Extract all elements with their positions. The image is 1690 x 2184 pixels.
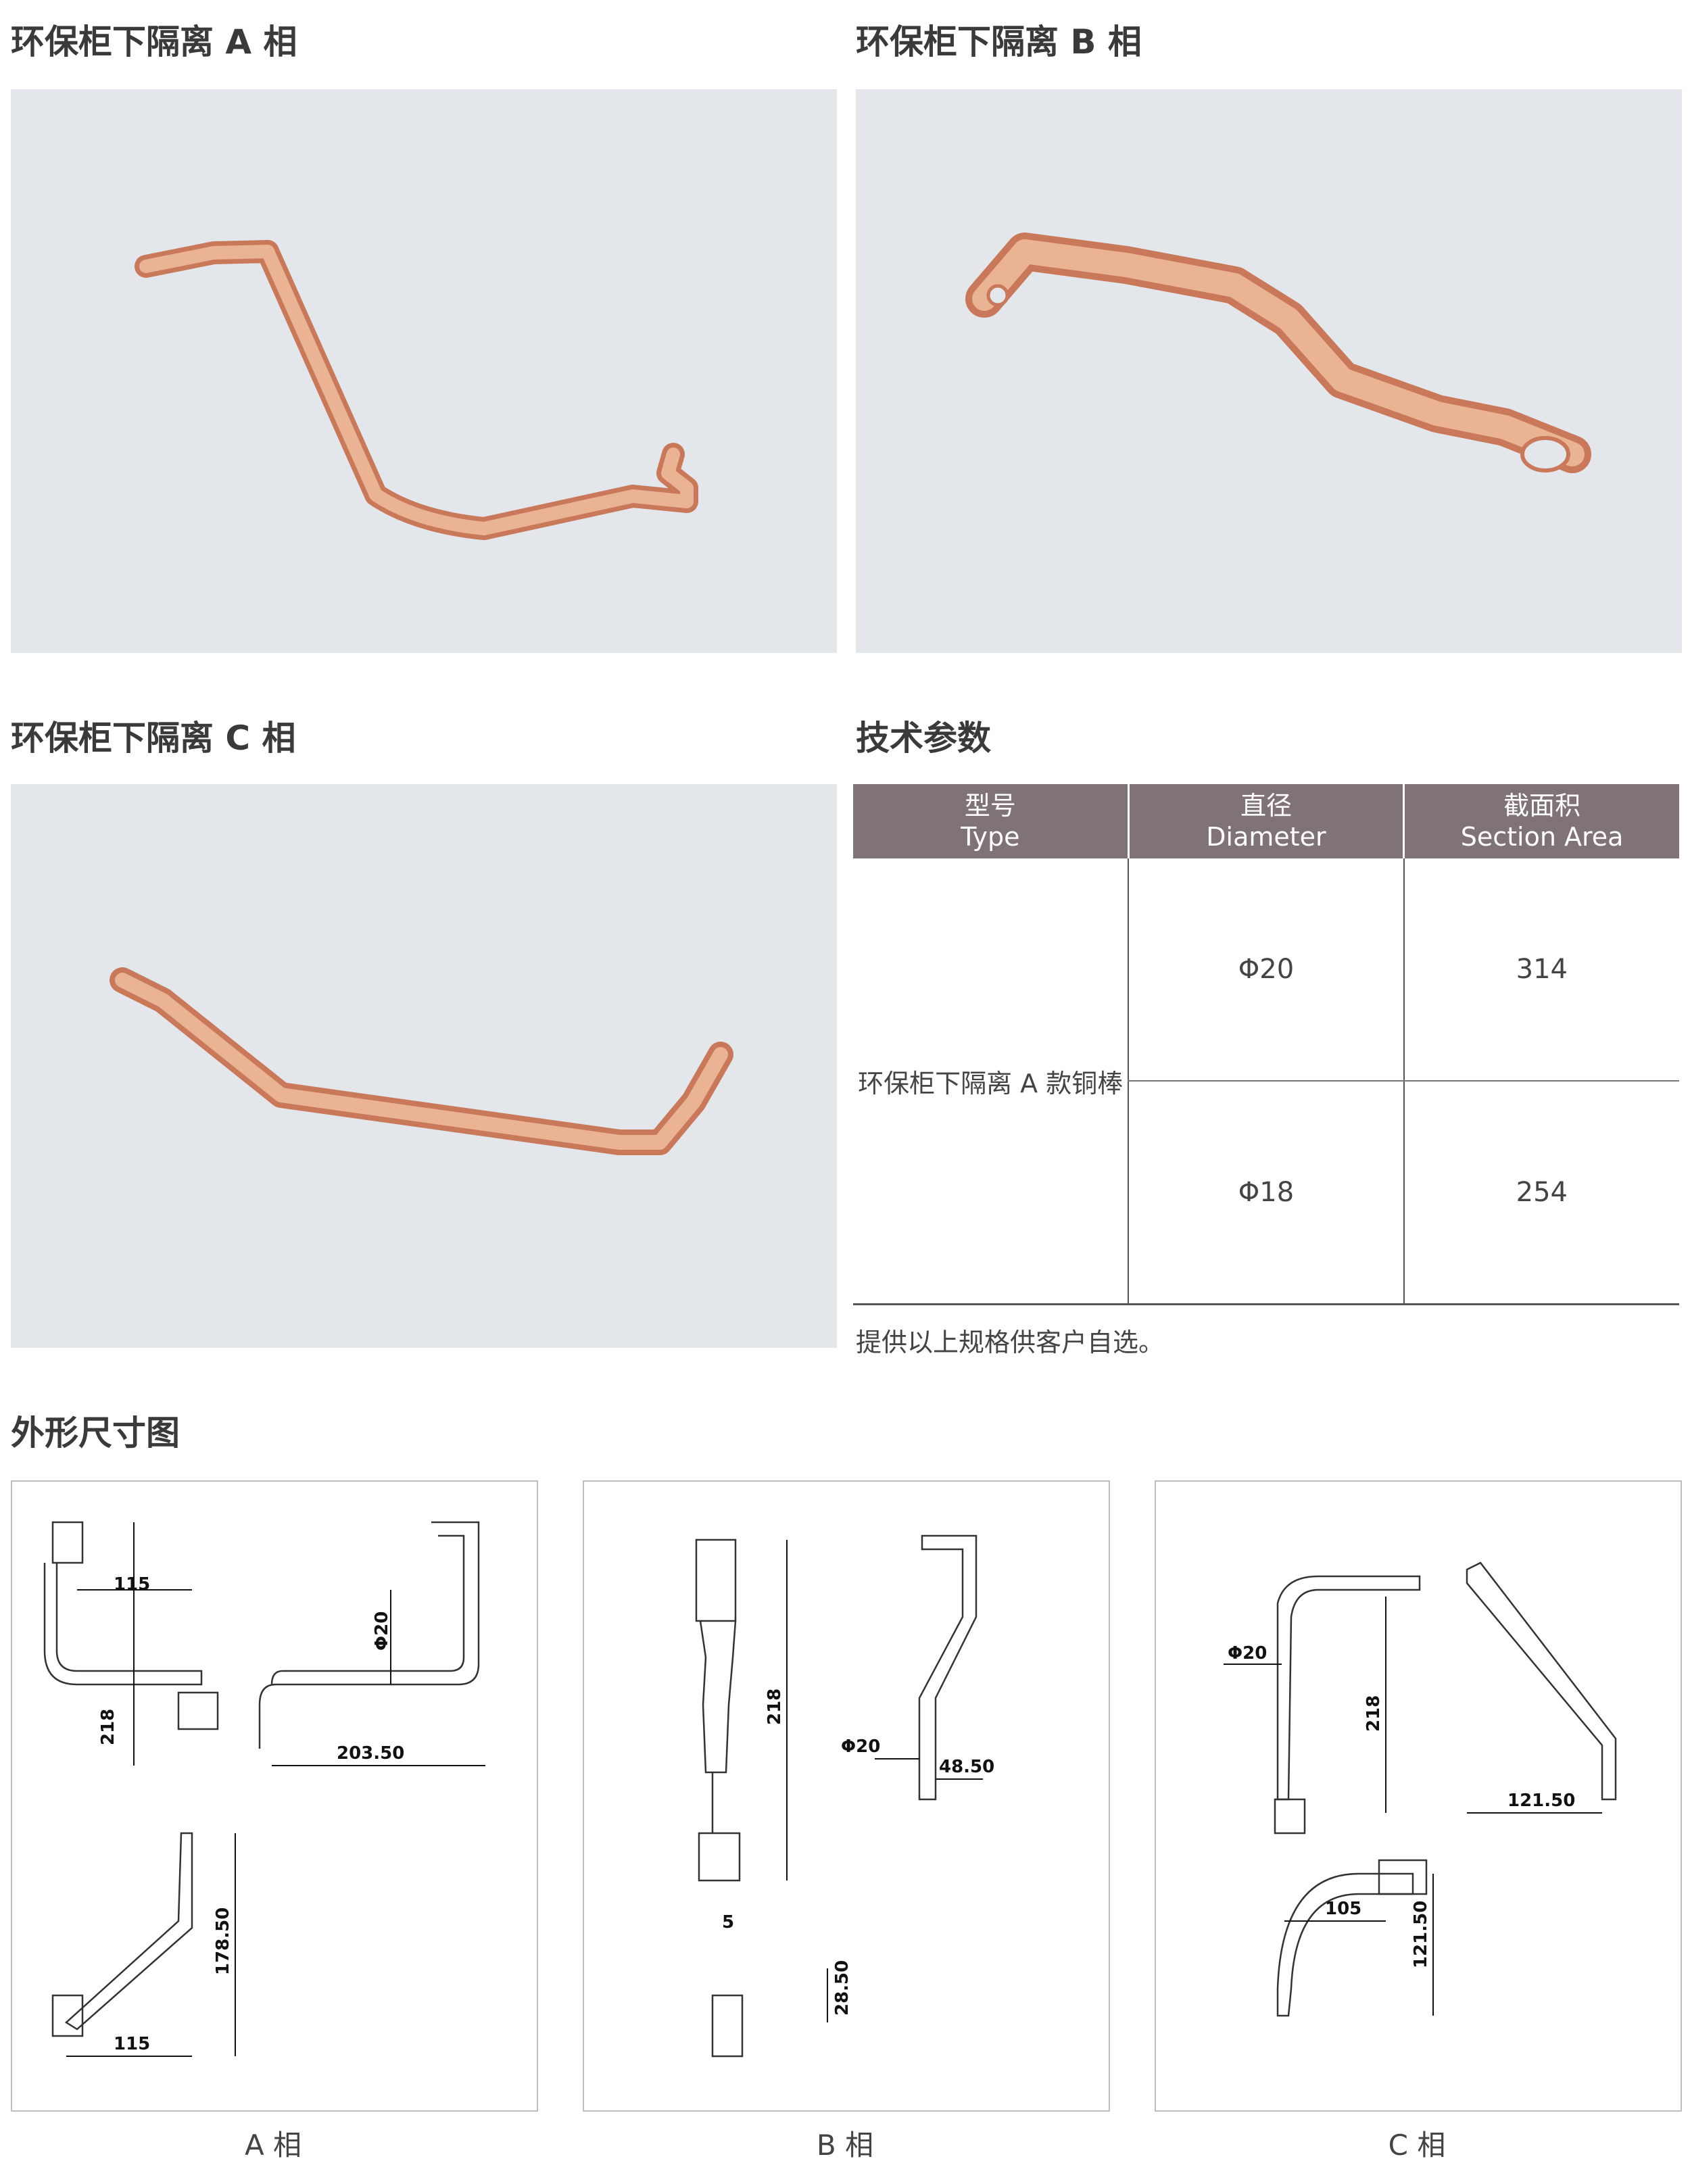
type-cell: 环保柜下隔离 A 款铜棒	[853, 858, 1129, 1305]
drawing-b: 218 Φ20 48.50 5 28.50	[583, 1480, 1110, 2112]
table-row: 环保柜下隔离 A 款铜棒 Φ20 314	[853, 858, 1679, 1305]
dim-c-phi20: Φ20	[1228, 1643, 1267, 1664]
diameter-cell: Φ20	[1128, 858, 1404, 1082]
dim-c-218: 218	[1363, 1695, 1384, 1732]
dim-b-5: 5	[722, 1912, 734, 1933]
dim-a-phi20: Φ20	[372, 1611, 392, 1651]
dim-b-48-50: 48.50	[939, 1757, 994, 1777]
drawing-c: Φ20 218 121.50 105 121.50	[1155, 1480, 1682, 2112]
caption-c: C 相	[1388, 2129, 1446, 2162]
caption-b: B 相	[816, 2129, 874, 2162]
dim-a-178-50: 178.50	[213, 1908, 233, 1975]
phase-a-photo	[11, 89, 837, 653]
dim-b-218: 218	[765, 1689, 785, 1725]
phase-b-title: 环保柜下隔离 B 相	[856, 22, 1142, 62]
table-row: Φ18 254	[853, 1081, 1679, 1305]
area-cell: 314	[1403, 858, 1679, 1082]
dim-a-115-bottom: 115	[114, 2034, 150, 2054]
diameter-cell: Φ18	[1128, 1081, 1404, 1305]
spec-note: 提供以上规格供客户自选。	[856, 1328, 1165, 1357]
dim-c-121-50-v: 121.50	[1411, 1901, 1431, 1968]
dimensions-title: 外形尺寸图	[11, 1413, 180, 1453]
phase-c-photo	[11, 784, 837, 1348]
drawing-a: 115 218 Φ20 203.50 178.50 115	[11, 1480, 538, 2112]
dim-c-121-50-h: 121.50	[1507, 1791, 1575, 1811]
phase-c-title: 环保柜下隔离 C 相	[11, 719, 296, 758]
dim-a-115-top: 115	[114, 1574, 150, 1595]
dim-a-218: 218	[98, 1709, 118, 1745]
caption-a: A 相	[244, 2129, 302, 2162]
tech-params-title: 技术参数	[856, 719, 991, 758]
phase-b-photo	[856, 89, 1682, 653]
dim-c-105: 105	[1325, 1899, 1361, 1919]
dim-b-phi20: Φ20	[841, 1737, 880, 1757]
dim-a-203-50: 203.50	[337, 1743, 404, 1764]
phase-a-title: 环保柜下隔离 A 相	[11, 22, 297, 62]
area-cell: 254	[1403, 1081, 1679, 1305]
dim-b-28-50: 28.50	[832, 1960, 852, 2016]
